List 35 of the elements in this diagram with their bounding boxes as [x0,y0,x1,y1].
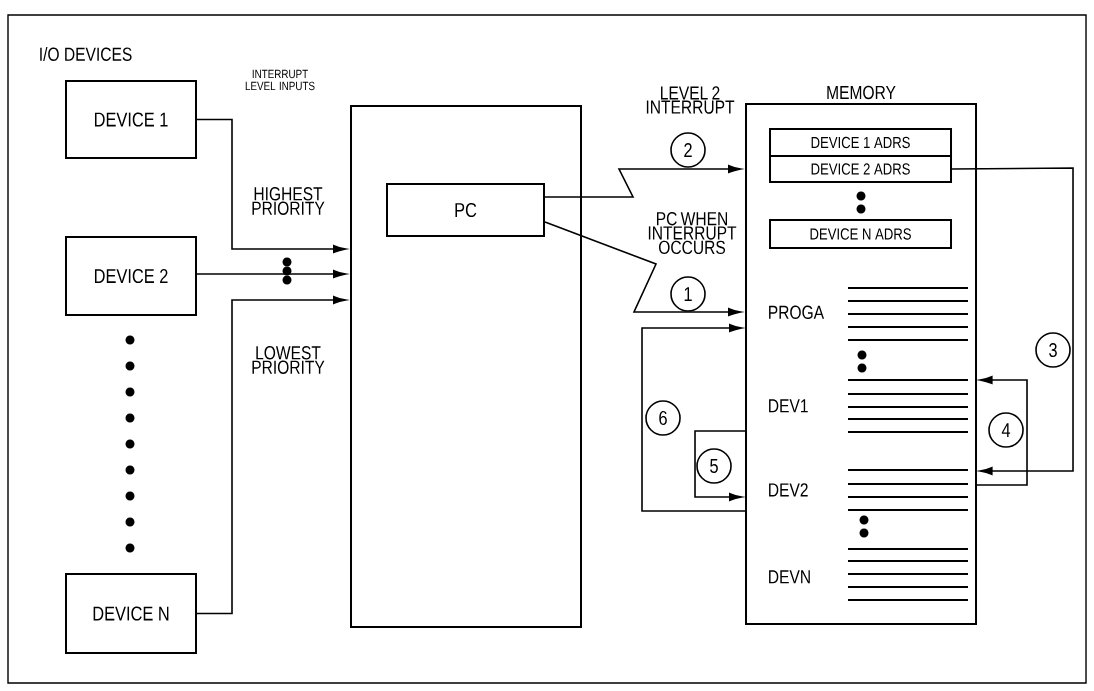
device-box: DEVICE 2 [65,236,197,316]
section-label: PROGA [769,305,825,320]
arrow [544,164,742,198]
annotation: LEVEL 2 INTERRUPT [646,86,735,114]
address-slot: DEVICE 1 ADRS [769,128,952,157]
arrow [974,375,1028,486]
address-slot: DEVICE 2 ADRS [769,155,952,183]
section-label: DEV1 [769,399,808,413]
arrow [951,167,1074,476]
annotation: HIGHEST PRIORITY [252,187,325,215]
section-heading: I/O DEVICES [40,47,132,61]
step-number: 3 [1035,332,1071,368]
arrow [196,295,347,615]
annotation: PC WHEN INTERRUPT OCCURS [648,211,737,255]
annotation: INTERRUPT LEVEL INPUTS [245,69,315,91]
device-box: DEVICE N [65,573,197,654]
section-label: DEVN [769,570,810,584]
device-box: DEVICE 1 [65,80,197,159]
processor-box [350,105,582,628]
step-number: 4 [988,412,1024,448]
step-number: 5 [696,448,732,484]
step-number: 2 [670,132,706,168]
address-slot: DEVICE N ADRS [769,219,952,249]
annotation: LOWEST PRIORITY [252,346,325,374]
arrow [196,269,347,279]
memory-box [745,85,977,625]
section-label: DEV2 [769,483,808,497]
arrow [544,221,742,317]
heading: MEMORY [827,85,896,100]
step-number: 1 [670,276,706,312]
arrow [196,118,347,254]
register-box: PC [386,183,545,237]
step-number: 6 [645,400,681,436]
arrow [641,323,747,512]
arrow [694,430,747,502]
